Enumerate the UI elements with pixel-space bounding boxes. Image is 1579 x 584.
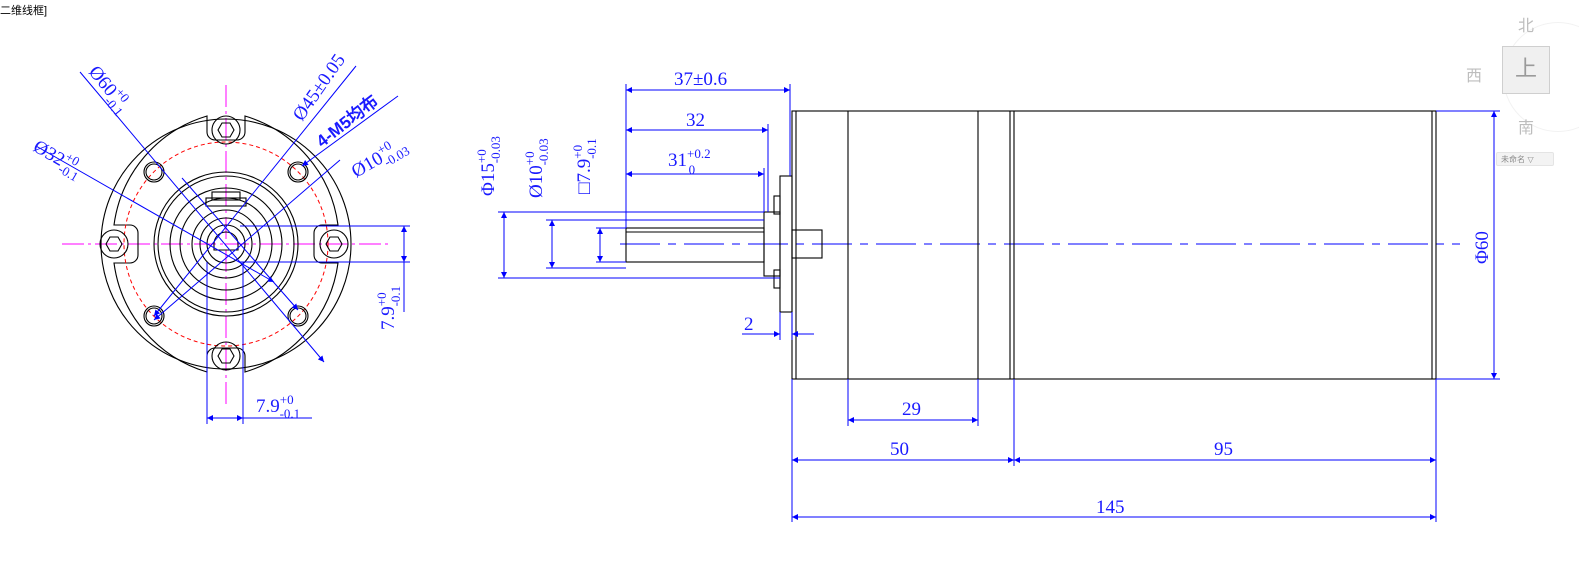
svg-text:□7.9+0-0.1: □7.9+0-0.1 bbox=[570, 138, 599, 194]
output-shaft bbox=[625, 227, 765, 263]
socket-screws bbox=[99, 115, 349, 371]
dim-square-79: □7.9+0-0.1 bbox=[570, 138, 599, 194]
named-view-label: 未命名 bbox=[1501, 155, 1525, 164]
dim-2: 2 bbox=[744, 314, 754, 335]
dim-phi15: Φ15+0-0.03 bbox=[474, 136, 503, 196]
dim-phi10: Ø10+0-0.03 bbox=[522, 138, 551, 198]
dim-145: 145 bbox=[1096, 497, 1125, 518]
motor-body bbox=[791, 110, 1437, 380]
dim-flat-vertical: 7.9+0-0.1 bbox=[374, 286, 403, 330]
side-dim-lines bbox=[498, 84, 1500, 522]
viewport-label[interactable]: 二维线框] bbox=[0, 5, 48, 17]
dim-95: 95 bbox=[1214, 439, 1233, 460]
front-dim-lines bbox=[35, 65, 410, 424]
named-view-dropdown[interactable]: 未命名 ▽ bbox=[1496, 152, 1554, 166]
compass-south[interactable]: 南 bbox=[1518, 118, 1535, 137]
view-cube-top-face[interactable]: 上 bbox=[1502, 46, 1550, 94]
svg-text:7.9+0-0.1: 7.9+0-0.1 bbox=[256, 392, 300, 421]
svg-text:Ø10+0-0.03: Ø10+0-0.03 bbox=[522, 138, 551, 198]
compass-north[interactable]: 北 bbox=[1518, 16, 1535, 35]
chevron-down-icon: ▽ bbox=[1527, 155, 1534, 164]
dim-29: 29 bbox=[902, 399, 921, 420]
dim-32: 32 bbox=[686, 110, 705, 131]
svg-text:7.9+0-0.1: 7.9+0-0.1 bbox=[374, 286, 403, 330]
dim-outer-dia: Ø60+0-0.1 bbox=[81, 59, 137, 119]
dim-pilot: Ø32+0-0.1 bbox=[28, 133, 89, 185]
bolt-holes bbox=[143, 161, 309, 327]
svg-text:Ø60+0-0.1: Ø60+0-0.1 bbox=[81, 59, 137, 119]
flange-outline bbox=[100, 115, 352, 373]
svg-text:Φ15+0-0.03: Φ15+0-0.03 bbox=[474, 136, 503, 196]
dim-shaft: Ø10+0-0.03 bbox=[346, 131, 412, 186]
svg-text:Ø32+0-0.1: Ø32+0-0.1 bbox=[28, 133, 89, 185]
dim-37: 37±0.6 bbox=[674, 69, 727, 90]
compass-west[interactable]: 西 bbox=[1466, 66, 1483, 85]
bolt-circle bbox=[123, 141, 329, 347]
dim-flat-horizontal: 7.9+0-0.1 bbox=[256, 392, 300, 421]
pilot-rings bbox=[153, 171, 299, 317]
front-view: Ø60+0-0.1 Ø32+0-0.1 Ø45±0.05 4-M5均布 Ø10+… bbox=[28, 50, 412, 424]
dim-phi60: Φ60 bbox=[1472, 231, 1493, 264]
dim-50: 50 bbox=[890, 439, 909, 460]
svg-text:Ø10+0-0.03: Ø10+0-0.03 bbox=[346, 131, 412, 186]
